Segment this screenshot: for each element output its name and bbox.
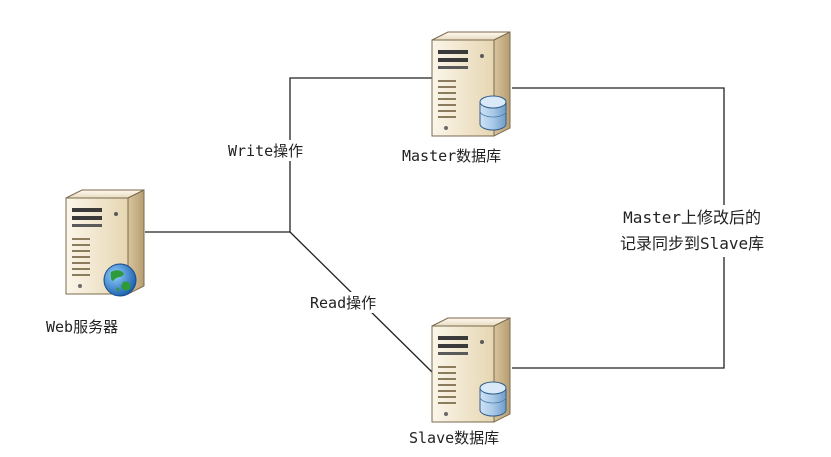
write-operation-label: Write操作 <box>226 140 306 161</box>
sync-description: Master上修改后的 记录同步到Slave库 <box>618 205 767 257</box>
globe-icon <box>103 263 137 297</box>
sync-description-line1: Master上修改后的 <box>623 208 761 227</box>
slave-server-icon <box>431 317 511 423</box>
master-db-label: Master数据库 <box>400 145 504 166</box>
web-server-label: Web服务器 <box>44 316 121 337</box>
master-database-icon <box>479 95 507 131</box>
sync-description-line2: 记录同步到Slave库 <box>620 234 765 253</box>
read-operation-label: Read操作 <box>308 292 379 313</box>
slave-database-icon <box>479 381 507 417</box>
slave-db-label: Slave数据库 <box>407 427 502 448</box>
master-server-icon <box>431 31 511 137</box>
web-server-icon <box>65 189 145 297</box>
